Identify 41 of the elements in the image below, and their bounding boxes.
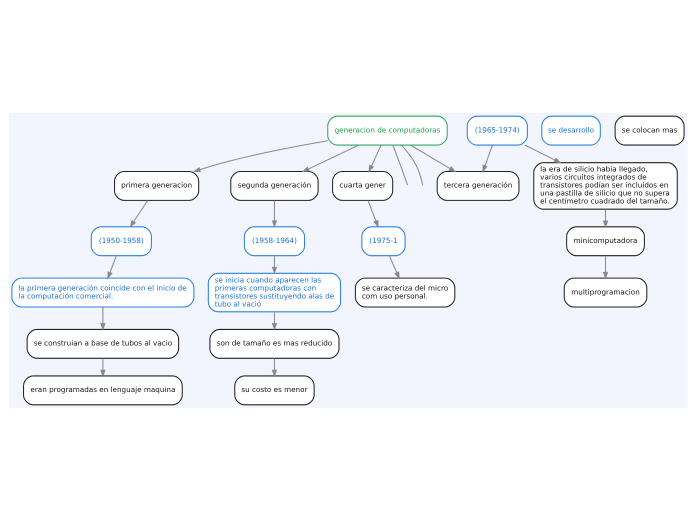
arrow bbox=[272, 311, 278, 330]
arrow bbox=[100, 306, 106, 330]
node-box: se colocan mas bbox=[614, 115, 685, 146]
node-box: primera generacion bbox=[114, 170, 200, 200]
node-box: multiprogramacion bbox=[564, 277, 648, 308]
arrow bbox=[389, 255, 400, 279]
node-box: (1950-1958) bbox=[90, 226, 152, 256]
arrow bbox=[130, 200, 148, 228]
arrow bbox=[368, 200, 379, 228]
arrow bbox=[602, 208, 608, 228]
arrow bbox=[100, 358, 106, 377]
node-box: generacion de computadoras bbox=[327, 115, 448, 146]
node-box: su costo es menor bbox=[234, 374, 315, 405]
node-box: (1958-1964) bbox=[244, 226, 306, 256]
arrow bbox=[272, 358, 278, 377]
node-box: se construian a base de tubos al vacio bbox=[26, 328, 180, 358]
arrow bbox=[410, 144, 456, 172]
node-box: (1965-1974) bbox=[466, 115, 528, 146]
node-box: son de tamaño es mas reducido bbox=[209, 328, 340, 358]
arrow bbox=[368, 144, 382, 172]
node-box: (1975-1 bbox=[361, 226, 406, 256]
node-box: se desarrollo bbox=[541, 115, 601, 146]
node-box: la era de silicio había llegado, varios circuitos integrados de transistores podían ser incluidos en una pastilla de silicio que no supera el centímetro cuadrado del tamaño. bbox=[533, 162, 678, 210]
connector bbox=[392, 144, 408, 185]
connector bbox=[401, 144, 424, 185]
arrow bbox=[602, 255, 608, 280]
node-box: tercera generación bbox=[436, 170, 520, 200]
node-box: se caracteriza del micro com uso personal. bbox=[354, 277, 456, 308]
arrow bbox=[192, 140, 328, 172]
node-box: se inicia cuando aparecen las primeras computadoras con transistores sustituyendo alas de tubo al vació bbox=[208, 272, 342, 312]
arrow bbox=[524, 144, 562, 163]
arrow bbox=[272, 200, 278, 228]
node-box: eran programadas en lenguaje maquina bbox=[23, 374, 183, 405]
arrow bbox=[272, 255, 278, 274]
node-box: cuarta gener bbox=[332, 170, 394, 200]
arrow bbox=[482, 144, 493, 172]
arrow bbox=[302, 144, 359, 172]
node-box: minicomputadora bbox=[566, 226, 645, 256]
node-box: la primera generación coincide con el inicio de la computación comercial. bbox=[11, 277, 194, 308]
arrow bbox=[107, 255, 117, 279]
node-box: segunda generación bbox=[230, 170, 319, 200]
